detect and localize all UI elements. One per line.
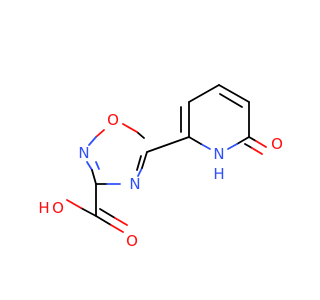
bond-c6pyr-n: [236, 136, 250, 145]
pyridone-nitrogen-label: N: [213, 145, 224, 163]
carboxyl-carbonyl-oxygen-label: O: [126, 232, 138, 250]
bond-c6pyr-co: [248, 136, 257, 142]
bond-cooh-co-red: [110, 224, 124, 233]
ring-oxygen-label: O: [107, 111, 119, 129]
carbonyl-oxygen-label: O: [271, 135, 283, 153]
bond-c3pyr-c4pyr: [188, 84, 220, 103]
pyridone-hydrogen-label: H: [213, 165, 224, 183]
bond-c5-c2pyr: [146, 136, 190, 153]
bond-n4-c5-blue: [137, 167, 143, 177]
bond-cooh-co-inner: [99, 208, 116, 219]
bond-n-c2pyr: [188, 136, 202, 145]
molecule-structure: O N N N H O O O H: [38, 84, 283, 250]
bond-n4-c5-inner: [136, 155, 142, 171]
bond-c4pyr-c5pyr: [218, 84, 250, 103]
nitrogen-right-label: N: [129, 175, 140, 193]
hydroxyl-oxygen-label: O: [52, 199, 64, 217]
nitrogen-left-label: N: [78, 144, 89, 162]
bond-c4pyr-c5pyr-inner: [219, 93, 243, 108]
bond-n-c2pyr-blue: [200, 143, 211, 150]
bond-n2-c3-inner-blue: [95, 161, 100, 170]
bond-o1-n2-red: [95, 129, 105, 138]
bond-c6pyr-n-blue: [227, 143, 238, 150]
bond-n4-c5: [141, 151, 148, 169]
oxadiazole-ring: [86, 123, 148, 185]
bond-cooh-oh-red: [66, 199, 82, 209]
bond-n2-c3-blue: [86, 161, 93, 171]
bond-cooh-co: [95, 215, 112, 226]
bond-c6pyr-co-red: [255, 140, 267, 148]
bond-cooh-co-inner-red: [114, 217, 128, 226]
bond-cooh-oh: [80, 207, 97, 217]
bond-c6pyr-co-inner: [244, 143, 253, 149]
hydroxyl-hydrogen-label: H: [38, 199, 49, 217]
bond-o1-c5-red: [122, 123, 138, 133]
bond-n2-o1-blue: [88, 136, 97, 146]
bond-c6pyr-co-inner-red: [251, 147, 263, 155]
carboxylic-acid-group: [66, 183, 128, 233]
pyridone-ring: [146, 84, 267, 155]
bond-c5-o1: [136, 131, 145, 139]
bond-n2-c3: [91, 169, 97, 185]
